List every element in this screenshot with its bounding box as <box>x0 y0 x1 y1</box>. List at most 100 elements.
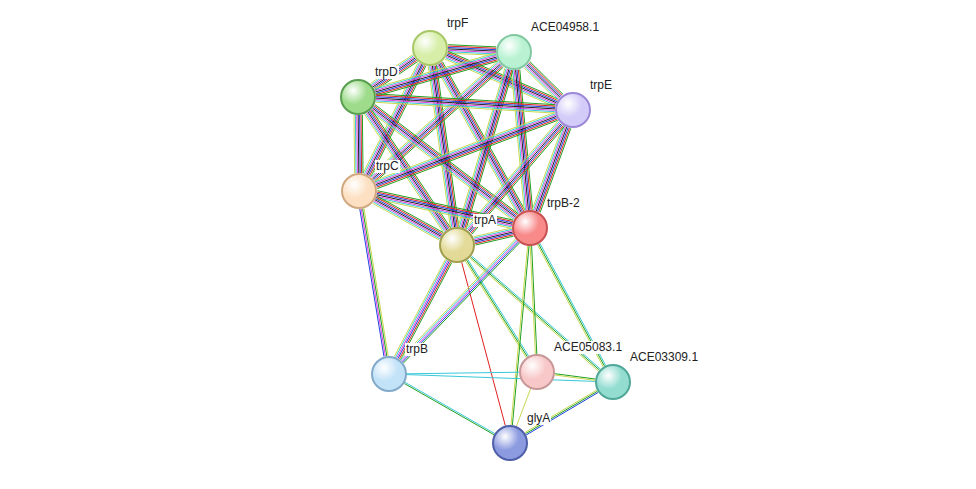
node-circle <box>412 30 448 66</box>
interaction-edge <box>462 262 506 425</box>
node-circle <box>340 79 376 115</box>
node-circle <box>595 364 631 400</box>
protein-node: trpE <box>555 92 591 128</box>
evidence-line <box>374 201 441 238</box>
node-label: trpA <box>473 214 497 227</box>
evidence-line <box>376 118 556 186</box>
interaction-edge <box>448 45 496 56</box>
node-label: ACE05083.1 <box>553 341 623 354</box>
protein-node: trpA <box>439 227 475 263</box>
evidence-line <box>361 115 363 173</box>
interaction-edge <box>407 372 519 374</box>
evidence-line <box>468 123 561 231</box>
interaction-edge <box>511 246 529 425</box>
protein-node: trpF <box>412 30 448 66</box>
evidence-line <box>376 102 555 113</box>
node-circle <box>371 356 407 392</box>
evidence-line <box>374 112 554 180</box>
protein-node: trpC <box>341 173 377 209</box>
interaction-edge <box>530 246 537 354</box>
evidence-line <box>358 115 360 173</box>
evidence-line <box>376 199 512 228</box>
evidence-line <box>525 67 558 100</box>
evidence-line <box>524 68 557 101</box>
evidence-line <box>363 209 387 357</box>
evidence-line <box>529 63 562 96</box>
node-label: trpC <box>375 160 400 173</box>
evidence-line <box>467 122 559 230</box>
protein-node: ACE05083.1 <box>519 354 555 390</box>
evidence-line <box>376 197 443 234</box>
evidence-line <box>361 209 385 357</box>
evidence-line <box>364 208 388 356</box>
node-circle <box>519 354 555 390</box>
evidence-line <box>398 261 449 358</box>
node-circle <box>512 210 548 246</box>
evidence-line <box>404 384 494 435</box>
evidence-line <box>555 374 595 379</box>
node-label: ACE03309.1 <box>629 351 699 364</box>
evidence-line <box>372 108 515 217</box>
evidence-line <box>462 69 509 227</box>
evidence-line <box>462 262 506 425</box>
interaction-edge <box>511 70 532 211</box>
node-circle <box>492 425 528 461</box>
evidence-line <box>354 115 356 173</box>
evidence-line <box>359 115 361 173</box>
node-circle <box>341 173 377 209</box>
node-label: ACE04958.1 <box>530 21 600 34</box>
evidence-line <box>376 101 555 112</box>
protein-node: trpB <box>371 356 407 392</box>
protein-node: trpB-2 <box>512 210 548 246</box>
evidence-line <box>373 203 440 240</box>
evidence-line <box>356 115 358 173</box>
evidence-line <box>513 70 526 210</box>
node-circle <box>555 92 591 128</box>
interaction-edge <box>360 208 388 356</box>
interaction-edge <box>373 196 444 240</box>
node-label: trpB <box>405 343 429 356</box>
evidence-line <box>360 209 384 357</box>
interaction-edge <box>407 375 595 382</box>
interaction-edge <box>374 112 557 188</box>
evidence-line <box>375 200 441 237</box>
evidence-line <box>376 100 555 111</box>
evidence-line <box>376 198 512 227</box>
evidence-line <box>511 246 528 425</box>
evidence-line <box>511 70 524 210</box>
node-label: trpF <box>446 17 469 30</box>
evidence-line <box>397 261 448 358</box>
evidence-line <box>514 70 527 210</box>
evidence-line <box>474 229 512 238</box>
protein-node: glyA <box>492 425 528 461</box>
evidence-line <box>366 114 445 232</box>
evidence-line <box>377 196 444 233</box>
interaction-edge <box>524 62 563 101</box>
evidence-line <box>375 115 555 183</box>
evidence-line <box>373 202 440 239</box>
evidence-line <box>528 64 561 97</box>
interaction-edge <box>525 390 598 435</box>
evidence-line <box>399 262 450 359</box>
evidence-line <box>555 375 595 380</box>
evidence-line <box>407 375 595 382</box>
node-circle <box>439 227 475 263</box>
evidence-line <box>375 199 442 236</box>
interaction-edge <box>354 115 363 173</box>
evidence-line <box>474 228 512 237</box>
protein-node: trpD <box>340 79 376 115</box>
node-label: trpB-2 <box>546 197 581 210</box>
evidence-line <box>407 372 519 374</box>
evidence-line <box>401 263 452 360</box>
evidence-line <box>355 115 357 173</box>
evidence-line <box>405 382 495 433</box>
evidence-line <box>434 66 456 227</box>
evidence-line <box>525 390 597 433</box>
protein-node: ACE04958.1 <box>496 34 532 70</box>
evidence-line <box>396 260 447 357</box>
evidence-line <box>375 114 555 182</box>
evidence-line <box>376 116 556 184</box>
interaction-edge <box>376 94 556 113</box>
evidence-line <box>526 391 598 434</box>
